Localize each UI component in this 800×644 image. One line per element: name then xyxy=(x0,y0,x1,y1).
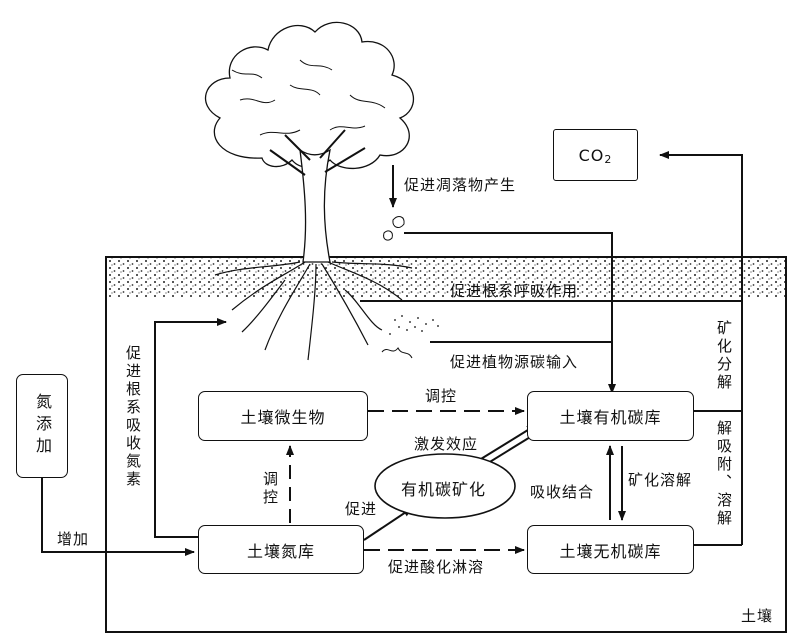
label-promote-acid-leaching: 促进酸化淋溶 xyxy=(388,558,485,576)
tree-canopy xyxy=(204,21,415,170)
label-desorption-dissolution: 解吸附、溶解 xyxy=(715,420,733,528)
co2-label: CO xyxy=(578,145,605,165)
label-soil: 土壤 xyxy=(741,607,774,625)
arrow-root-n-uptake xyxy=(154,318,227,538)
label-priming-effect: 激发效应 xyxy=(414,435,479,453)
label-regulate-vertical: 调控 xyxy=(261,471,279,507)
soil-surface-layer xyxy=(107,258,785,298)
tree-roots xyxy=(214,261,413,361)
arrow-priming-effect xyxy=(475,424,537,463)
soil-inorganic-carbon-label: 土壤无机碳库 xyxy=(559,541,662,561)
arrow-litter-to-organic-carbon xyxy=(404,232,616,394)
label-mineral-decomposition: 矿化分解 xyxy=(715,320,733,392)
label-promote-root-respiration: 促进根系呼吸作用 xyxy=(450,282,579,300)
nitrogen-addition-label: 氮添加 xyxy=(33,393,52,459)
soil-boundary xyxy=(105,256,787,633)
label-mineral-dissolution: 矿化溶解 xyxy=(628,471,693,489)
label-promote-plant-carbon-input: 促进植物源碳输入 xyxy=(450,353,579,371)
soil-nitrogen-label: 土壤氮库 xyxy=(246,541,315,561)
soil-nitrogen-box: 土壤氮库 xyxy=(198,525,364,574)
label-promote: 促进 xyxy=(345,500,378,518)
arrow-co2-release xyxy=(659,151,743,545)
litter-leaves-icon xyxy=(383,216,405,241)
organic-carbon-mineralization-label: 有机碳矿化 xyxy=(401,480,487,499)
arrow-nitrogen-addition xyxy=(41,478,195,556)
root-exudate-particles xyxy=(389,315,439,335)
organic-carbon-mineralization-ellipse xyxy=(374,453,516,519)
tree-illustration xyxy=(204,21,415,263)
label-promote-litter: 促进凋落物产生 xyxy=(404,176,517,194)
arrow-promote-mineralization xyxy=(363,507,413,541)
soil-microbes-label: 土壤微生物 xyxy=(240,408,326,427)
tree-trunk xyxy=(299,148,331,263)
label-increase: 增加 xyxy=(57,530,90,548)
soil-organic-carbon-box: 土壤有机碳库 xyxy=(527,391,694,441)
nitrogen-addition-box: 氮添加 xyxy=(16,374,68,478)
soil-inorganic-carbon-box: 土壤无机碳库 xyxy=(527,525,694,574)
soil-organic-carbon-label: 土壤有机碳库 xyxy=(559,408,662,427)
label-promote-root-n-uptake: 促进根系吸收氮素 xyxy=(124,345,142,489)
label-regulate-horizontal: 调控 xyxy=(425,387,458,405)
root-fungi-icon xyxy=(381,347,413,359)
soil-microbes-box: 土壤微生物 xyxy=(198,391,368,441)
label-absorption-binding: 吸收结合 xyxy=(530,483,595,501)
co2-subscript: 2 xyxy=(604,152,613,166)
